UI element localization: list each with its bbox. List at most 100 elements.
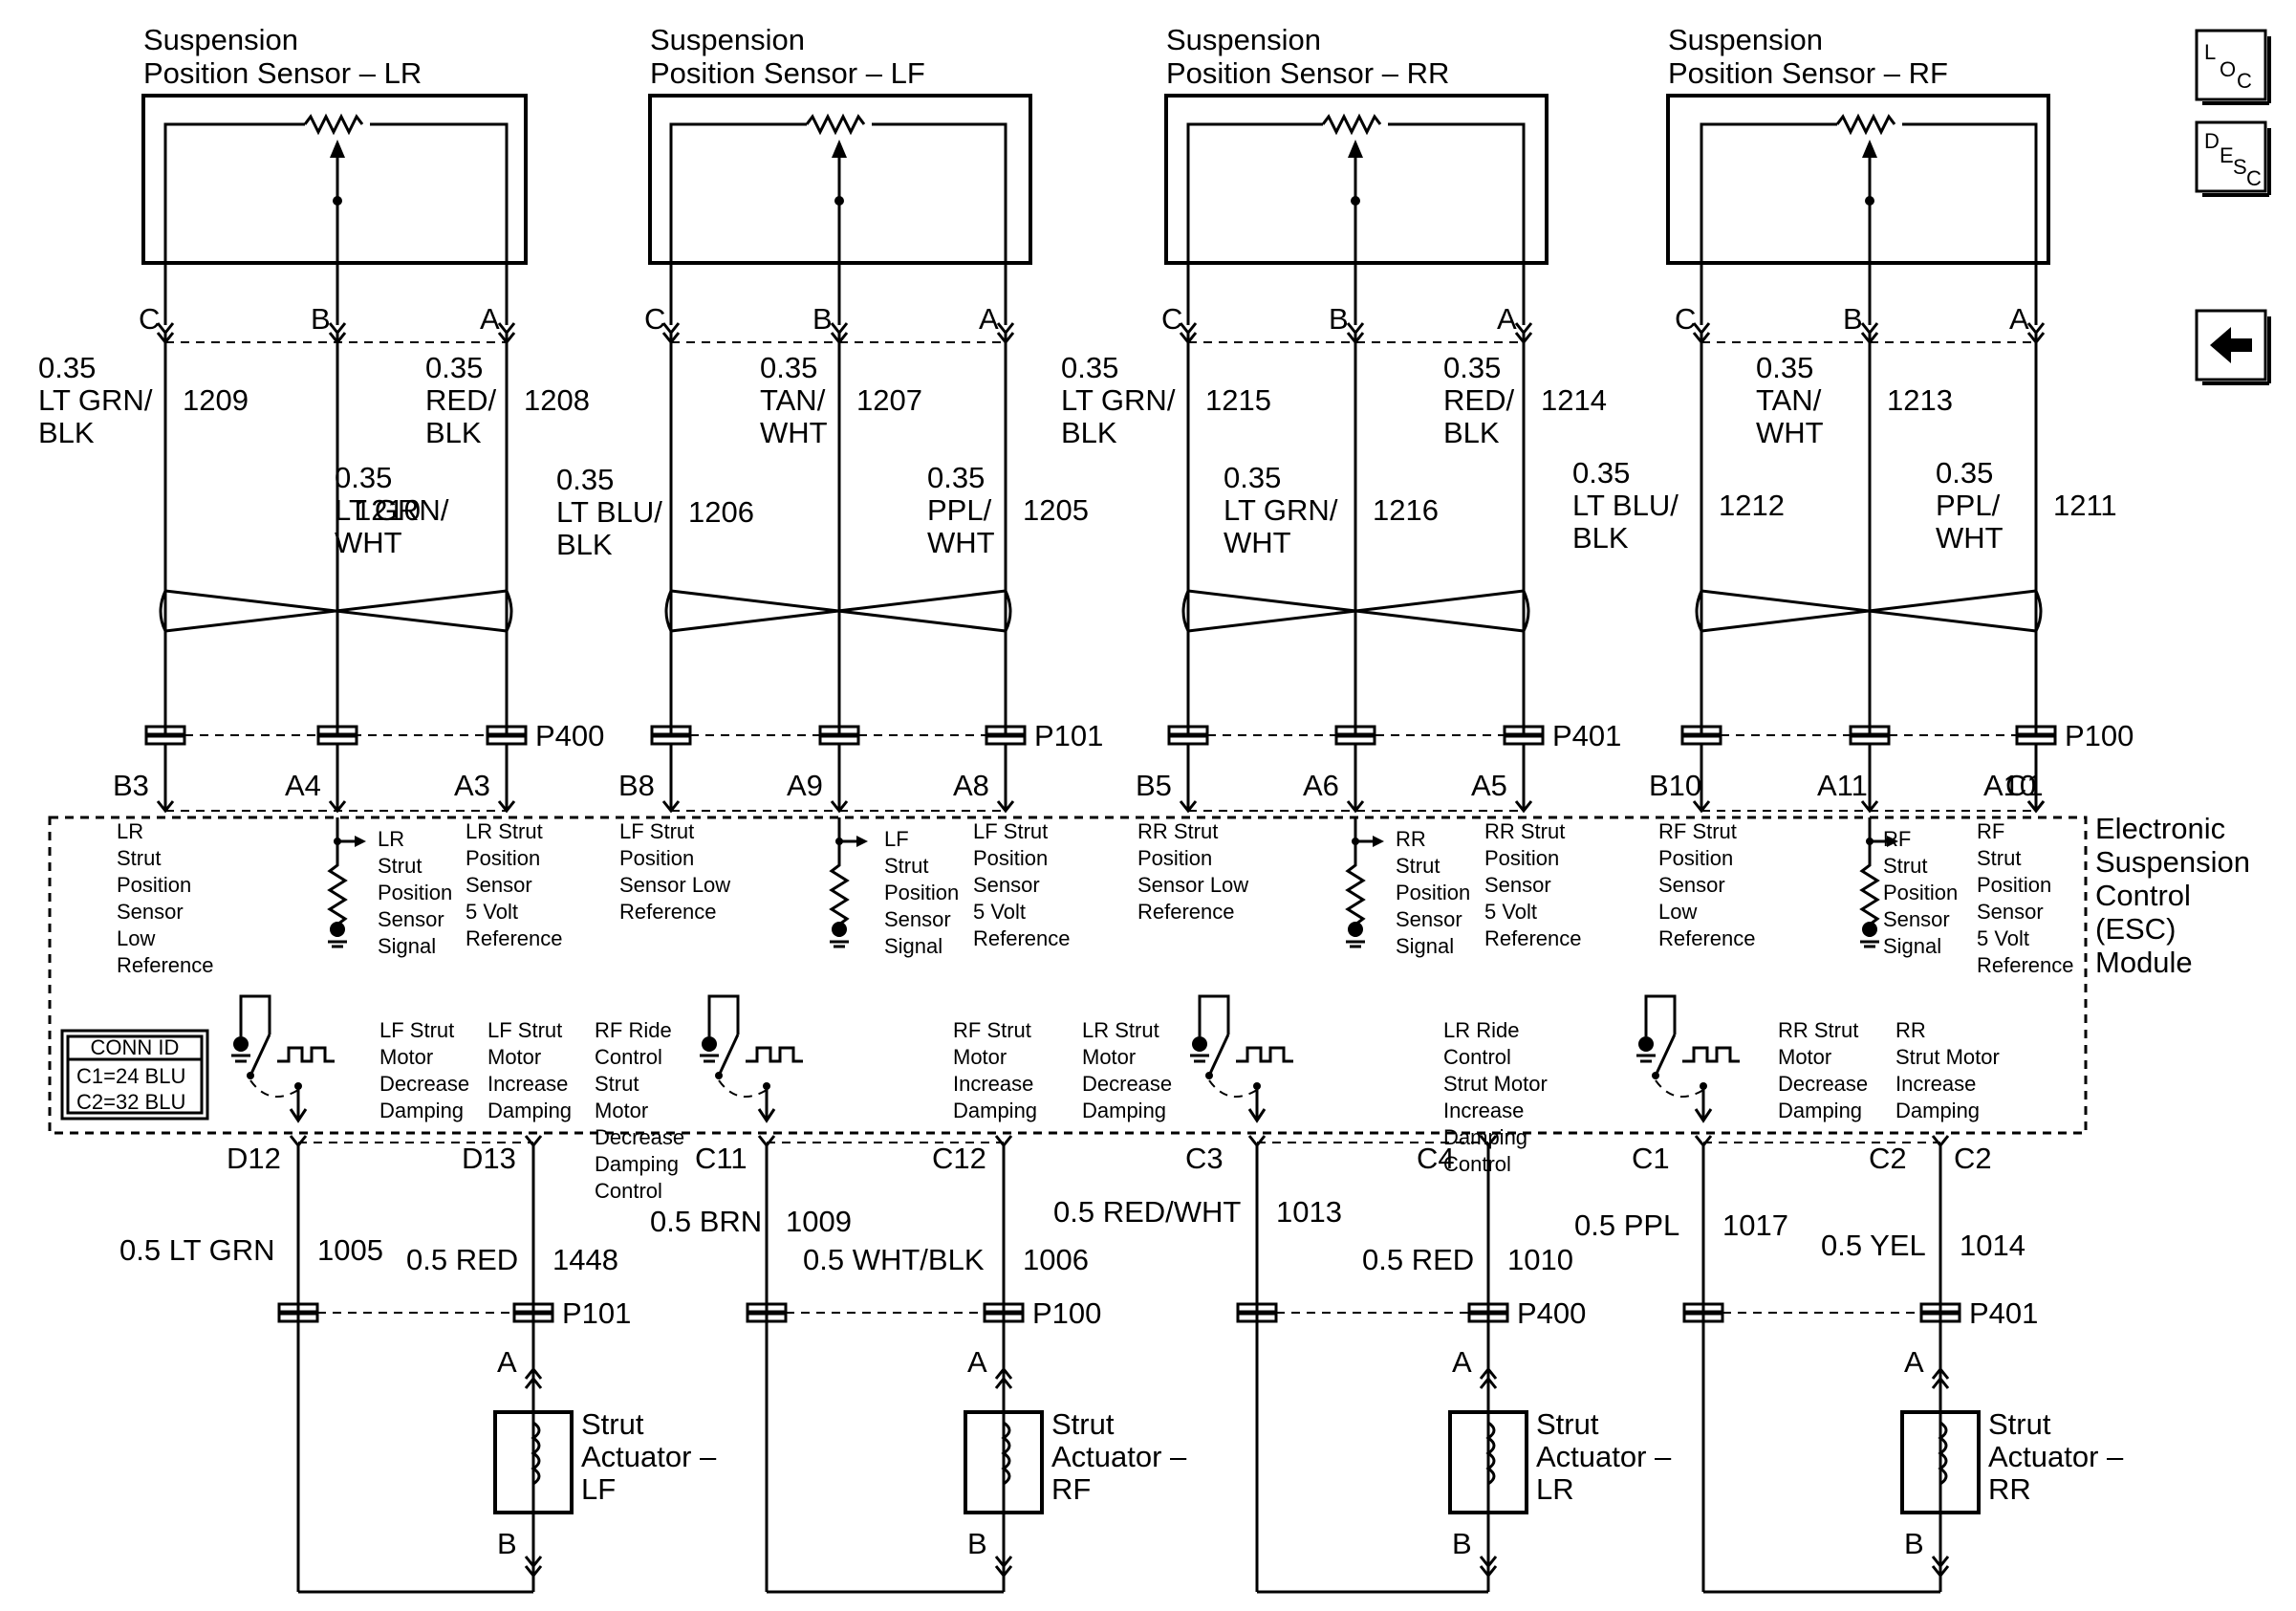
esc-pin-label: C2 bbox=[1954, 1142, 1992, 1175]
pin-description: LR Strut bbox=[1082, 1018, 1159, 1042]
esc-pin-label: C12 bbox=[932, 1142, 986, 1175]
loc-letter: L bbox=[2204, 40, 2216, 64]
module-name: Control bbox=[2095, 879, 2191, 912]
pin-description: Reference bbox=[973, 926, 1071, 950]
actuator-name: Actuator – bbox=[1536, 1440, 1672, 1473]
esc-pin-label: B3 bbox=[113, 769, 149, 802]
pin-description: Position bbox=[1883, 881, 1958, 904]
coil-icon bbox=[964, 1410, 1044, 1514]
wire-spec: LT GRN/ bbox=[1061, 383, 1176, 417]
wire-spec: 0.35 bbox=[335, 461, 392, 494]
wire-spec: LT GRN/ bbox=[1224, 493, 1338, 527]
pin-description: LF Strut bbox=[973, 819, 1048, 843]
esc-pin-label: A4 bbox=[285, 769, 321, 802]
wire-spec: 0.5 RED/WHT bbox=[1053, 1195, 1241, 1229]
circuit-number: 1013 bbox=[1276, 1195, 1342, 1229]
pin-description: Control bbox=[1443, 1152, 1511, 1176]
module-name: Electronic bbox=[2095, 812, 2225, 845]
actuator-pin-label: B bbox=[1452, 1527, 1472, 1560]
actuator-name: Actuator – bbox=[1051, 1440, 1187, 1473]
pin-description: Position bbox=[1396, 881, 1470, 904]
harness-connector-label: P101 bbox=[562, 1296, 631, 1330]
circuit-number: 1009 bbox=[786, 1205, 852, 1238]
pin-description: Motor bbox=[1778, 1045, 1831, 1069]
pin-description: RF Strut bbox=[1658, 819, 1737, 843]
actuator-name: Strut bbox=[1051, 1407, 1115, 1441]
pin-description: Motor bbox=[595, 1099, 648, 1122]
esc-pin-label: A3 bbox=[454, 769, 490, 802]
sensor-title: Suspension bbox=[143, 23, 298, 56]
pin-description: Reference bbox=[117, 953, 214, 977]
pin-description: RR bbox=[1895, 1018, 1926, 1042]
sensor-title: Position Sensor – RF bbox=[1668, 56, 1948, 90]
harness-connector-label: P400 bbox=[535, 719, 604, 752]
circuit-number: 1211 bbox=[2053, 489, 2117, 522]
pin-description: Control bbox=[595, 1045, 662, 1069]
esc-pin-label: B8 bbox=[618, 769, 655, 802]
sensor-pin-label: A bbox=[2009, 302, 2029, 336]
pin-description: RR bbox=[1396, 827, 1426, 851]
wire-spec: LT BLU/ bbox=[556, 495, 662, 529]
sensor-housing bbox=[141, 94, 528, 265]
esc-pin-label: C3 bbox=[1185, 1142, 1224, 1175]
wire-spec: WHT bbox=[1756, 416, 1824, 449]
pin-description: Motor bbox=[1082, 1045, 1136, 1069]
circuit-number: 1216 bbox=[1373, 493, 1439, 527]
wire-spec: 0.5 PPL bbox=[1574, 1208, 1679, 1242]
esc-pin-label: C1 bbox=[1632, 1142, 1670, 1175]
wire-spec: 0.35 bbox=[927, 461, 985, 494]
wire-spec: LT GRN/ bbox=[38, 383, 153, 417]
ground-icon bbox=[330, 922, 345, 937]
circuit-number: 1208 bbox=[524, 383, 590, 417]
pin-description: Damping bbox=[1778, 1099, 1862, 1122]
actuator-name: Strut bbox=[1536, 1407, 1599, 1441]
esc-pin-label: D13 bbox=[462, 1142, 516, 1175]
pin-description: Sensor bbox=[1396, 907, 1462, 931]
wire-spec: 0.35 bbox=[1936, 456, 1993, 490]
pin-description: Strut bbox=[1977, 846, 2021, 870]
pin-description: Signal bbox=[884, 934, 942, 958]
conn-id-c1: C1=24 BLU bbox=[76, 1064, 185, 1088]
pin-description: Decrease bbox=[1082, 1072, 1172, 1096]
pin-description: Increase bbox=[1895, 1072, 1976, 1096]
wire-spec: 0.35 bbox=[1443, 351, 1501, 384]
wire-spec: 0.35 bbox=[1061, 351, 1118, 384]
pin-description: Position bbox=[466, 846, 540, 870]
sensor-pin-label: C bbox=[139, 302, 160, 336]
actuator-name: Actuator – bbox=[1988, 1440, 2124, 1473]
circuit-number: 1210 bbox=[355, 493, 421, 527]
pin-description: Sensor bbox=[378, 907, 444, 931]
circuit-number: 1207 bbox=[856, 383, 922, 417]
circuit-number: 1214 bbox=[1541, 383, 1607, 417]
desc-letter: D bbox=[2204, 129, 2220, 153]
loc-letter: O bbox=[2220, 57, 2236, 81]
pin-description: LR bbox=[117, 819, 143, 843]
pin-description: Damping bbox=[1443, 1125, 1527, 1149]
pin-description: Reference bbox=[466, 926, 563, 950]
wire-spec: WHT bbox=[1224, 526, 1291, 559]
wire-spec: TAN/ bbox=[760, 383, 826, 417]
wiper-arrow-icon bbox=[1862, 140, 1877, 158]
actuator-pin-label: A bbox=[497, 1345, 517, 1379]
wire-spec: PPL/ bbox=[1936, 489, 2001, 522]
wire-spec: 0.5 RED bbox=[406, 1243, 518, 1276]
harness-connector-label: P401 bbox=[1552, 719, 1621, 752]
circuit-number: 1448 bbox=[552, 1243, 618, 1276]
pin-description: Reference bbox=[619, 900, 717, 924]
wire-spec: 0.35 bbox=[556, 463, 614, 496]
pin-description: Reference bbox=[1137, 900, 1235, 924]
wire-spec: BLK bbox=[1061, 416, 1117, 449]
esc-module: C1ElectronicSuspensionControl(ESC)Module… bbox=[48, 744, 2250, 1135]
circuit-number: 1010 bbox=[1507, 1243, 1573, 1276]
harness-connector-label: P401 bbox=[1969, 1296, 2038, 1330]
esc-pin-label: A11 bbox=[1817, 769, 1868, 802]
wire-spec: BLK bbox=[1443, 416, 1500, 449]
circuit-number: 1014 bbox=[1960, 1229, 2025, 1262]
back-button[interactable] bbox=[2195, 309, 2271, 385]
